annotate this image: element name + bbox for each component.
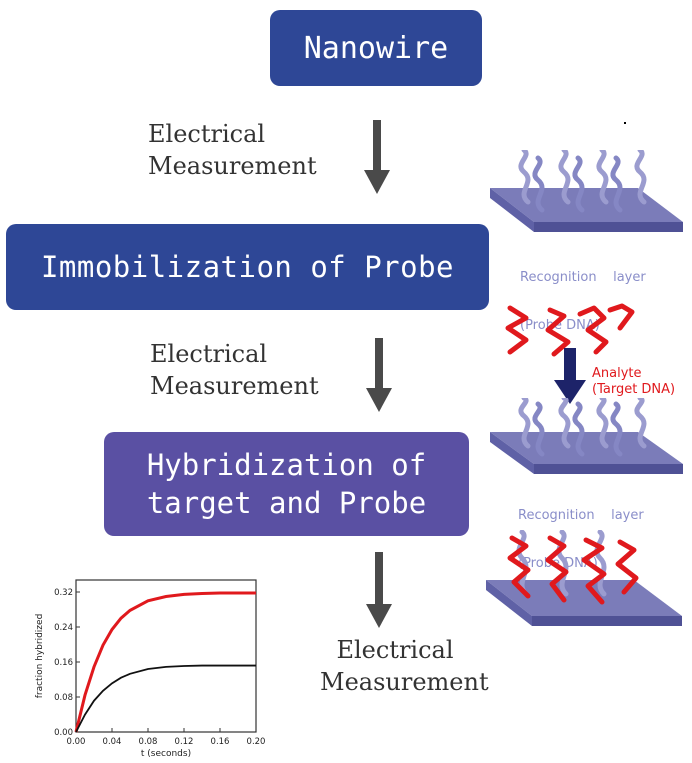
down-arrow-3 <box>366 552 392 628</box>
analyte-label-line2: (Target DNA) <box>592 382 676 397</box>
y-tick-label: 0.00 <box>54 728 73 738</box>
analyte-label-line1: Analyte <box>592 366 642 381</box>
hybridization-chart: 0.00 0.04 0.08 0.12 0.16 0.20 0.00 0.08 0.16 0.24… <box>35 579 265 759</box>
recognition-layer-illustration-2 <box>490 398 683 474</box>
measurement-label-2: Electrical Measurement <box>150 338 319 402</box>
measurement-label-3: Electrical Measurement <box>320 634 489 698</box>
x-tick-label: 0.08 <box>139 737 158 747</box>
measurement-label-1-line1: Electrical <box>148 120 266 148</box>
measurement-label-2-line2: Measurement <box>150 372 319 400</box>
y-tick-label: 0.16 <box>54 658 73 668</box>
measurement-label-3-line2: Measurement <box>320 668 489 696</box>
x-tick-label: 0.04 <box>103 737 122 747</box>
stray-dot <box>624 122 626 124</box>
y-tick-label: 0.32 <box>54 588 73 598</box>
measurement-label-1-line2: Measurement <box>148 152 317 180</box>
x-tick-label: 0.00 <box>67 737 86 747</box>
x-tick-label: 0.12 <box>175 737 194 747</box>
recognition-label-1-line1: Recognition layer <box>520 270 646 285</box>
x-tick-label: 0.20 <box>247 737 266 747</box>
chart-plot-frame <box>75 579 257 733</box>
nanowire-label: Nanowire <box>303 30 449 66</box>
recognition-layer-illustration-1 <box>490 150 683 232</box>
down-arrow-2 <box>366 338 392 412</box>
chart-x-axis-label: t (seconds) <box>141 749 191 759</box>
hybridization-box: Hybridization of target and Probe <box>104 432 469 536</box>
measurement-label-1: Electrical Measurement <box>148 118 317 182</box>
x-tick-label: 0.16 <box>211 737 230 747</box>
hybridized-layer-illustration <box>486 530 682 626</box>
y-tick-label: 0.08 <box>54 693 73 703</box>
hybridization-label: Hybridization of target and Probe <box>146 448 427 520</box>
black-series-line <box>75 664 256 733</box>
down-arrow-1 <box>364 120 390 194</box>
recognition-label-2-line1: Recognition layer <box>518 508 644 523</box>
immobilization-label: Immobilization of Probe <box>40 250 455 284</box>
chart-y-axis-label: fraction hybridized <box>35 614 45 699</box>
immobilization-box: Immobilization of Probe <box>6 224 489 310</box>
red-series-line <box>74 591 256 733</box>
y-tick-label: 0.24 <box>54 623 73 633</box>
chart-lines <box>74 591 256 733</box>
measurement-label-3-line1: Electrical <box>336 636 454 664</box>
analyte-label: Analyte (Target DNA) <box>592 366 675 398</box>
nanowire-box: Nanowire <box>270 10 482 86</box>
chart-ticks: 0.00 0.04 0.08 0.12 0.16 0.20 0.00 0.08 0.16 0.24… <box>54 588 265 747</box>
recognition-label-1: Recognition layer (Probe DNA) <box>520 238 646 350</box>
measurement-label-2-line1: Electrical <box>150 340 268 368</box>
target-dna-illustration <box>505 303 635 357</box>
analyte-arrow <box>554 348 586 404</box>
